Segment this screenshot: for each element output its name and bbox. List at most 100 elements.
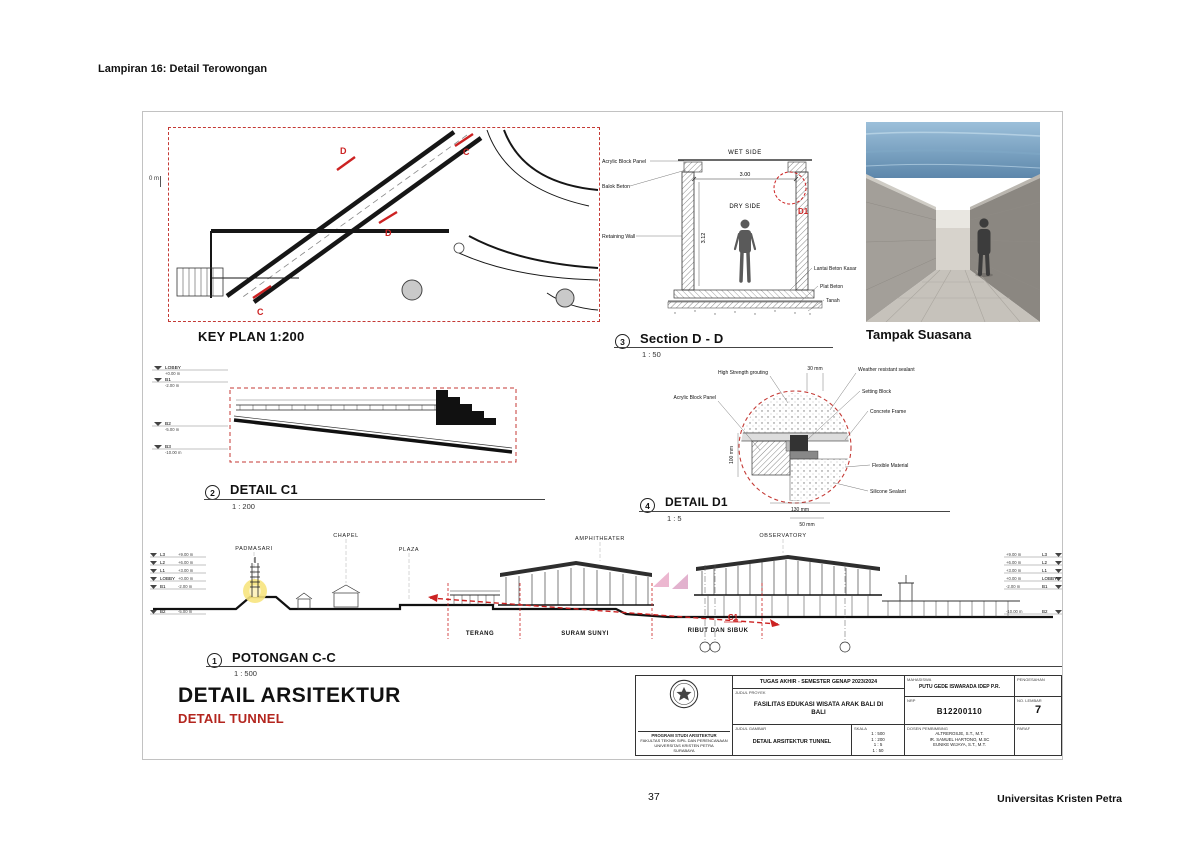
detail-c1-rule bbox=[204, 499, 545, 500]
label-grouting: High Strength grouting bbox=[718, 370, 768, 376]
zone-terang: TERANG bbox=[466, 631, 494, 637]
advisor-2: IR. SAMUEL HARTONO, M.SC bbox=[929, 736, 990, 742]
pengesahan-cell: PENGESAHAN bbox=[1015, 676, 1061, 696]
level-b3: B3 -10.00 m bbox=[152, 444, 228, 455]
area-chapel: CHAPEL bbox=[333, 533, 359, 539]
terrain-line bbox=[153, 595, 1053, 619]
potongan-rule bbox=[206, 666, 1062, 667]
pr-l2-elev: +6.00 m bbox=[1006, 560, 1022, 565]
right-wall-top bbox=[970, 174, 1040, 210]
level-lobby-name: LOBBY bbox=[165, 365, 182, 371]
institution-program: PROGRAM STUDI ARSITEKTUR bbox=[651, 733, 717, 738]
sheet-number-cell: No. LEMBAR 7 bbox=[1015, 697, 1061, 724]
detail-d1-ref: D1 bbox=[798, 207, 809, 216]
levels-right: +9.00 m L3 +6.00 m L2 +3.00 m L1 +0.00 m… bbox=[1004, 552, 1062, 615]
detail-c1-ref: C1 bbox=[728, 613, 739, 622]
pl-lobby-elev: +0.00 m bbox=[178, 576, 194, 581]
key-plan-landscape bbox=[176, 242, 575, 308]
tunnel-floor bbox=[866, 270, 1040, 322]
title-block: PROGRAM STUDI ARSITEKTUR FAKULTAS TEKNIK… bbox=[635, 675, 1062, 756]
pl-b2: B2 bbox=[160, 609, 166, 614]
tunnel-right-wall bbox=[970, 178, 1040, 322]
level-b1-name: B1 bbox=[165, 377, 171, 383]
section-structure bbox=[667, 159, 823, 315]
label-silicone-sealant: Silicone Sealant bbox=[870, 489, 906, 495]
pl-lobby: LOBBY bbox=[160, 576, 175, 581]
institution-university: UNIVERSITAS KRISTEN PETRA bbox=[654, 743, 714, 748]
dim-3-00: 3.00 bbox=[740, 172, 751, 178]
pr-b2: B2 bbox=[1042, 609, 1048, 614]
pr-l1: L1 bbox=[1042, 568, 1048, 573]
area-amphitheater: AMPHITHEATER bbox=[575, 536, 625, 542]
student-name: PUTU GEDE ISWARADA IDEP P.R. bbox=[918, 684, 1001, 690]
figure-2-badge: 2 bbox=[205, 485, 220, 500]
title-block-middle: TUGAS AKHIR - SEMESTER GENAP 2023/2024 J… bbox=[733, 676, 905, 755]
person-shadow bbox=[975, 273, 993, 277]
advisor-3: EUNIKE WIJAYA, S.T., M.T. bbox=[933, 742, 986, 748]
advisor-row: DOSEN PEMBIMBING ALTREROSJE, S.T., M.T. … bbox=[905, 725, 1061, 755]
sheet-sub-title: DETAIL TUNNEL bbox=[178, 711, 284, 726]
level-b3-name: B3 bbox=[165, 444, 171, 450]
detail-c1-drawing: LOBBY +0.00 m B1 -2.00 m B2 -5.00 m B3 -… bbox=[152, 365, 517, 463]
figure-4-badge: 4 bbox=[640, 498, 655, 513]
paraf-cell: PARAF bbox=[1015, 725, 1061, 755]
area-labels: PADMASARI CHAPEL PLAZA AMPHITHEATER OBSE… bbox=[235, 533, 806, 553]
section-left-labels: Acrylic Block Panel Balok Beton Retainin… bbox=[602, 159, 687, 240]
pr-l3-elev: +9.00 m bbox=[1006, 552, 1022, 557]
section-dd-rule bbox=[614, 347, 833, 348]
figure-3-badge: 3 bbox=[615, 334, 630, 349]
pr-lobby: LOBBY bbox=[1042, 576, 1057, 581]
pl-l3-elev: +9.00 m bbox=[178, 552, 194, 557]
detail-d1-callout-circle bbox=[773, 171, 807, 205]
scale-tick bbox=[160, 176, 161, 187]
drawing-title-row: JUDUL GAMBAR DETAIL ARSITEKTUR TUNNEL SK… bbox=[733, 725, 904, 755]
project-title: FASILITAS EDUKASI WISATA ARAK BALI DI BA… bbox=[753, 701, 884, 716]
page-number: 37 bbox=[648, 791, 660, 803]
mahasiswa-label: MAHASISWA bbox=[907, 677, 932, 682]
scale-cell: SKALA 1 : 500 1 : 200 1 : 5 1 : 50 bbox=[852, 725, 904, 755]
pl-l1: L1 bbox=[160, 568, 166, 573]
paraf-label: PARAF bbox=[1017, 726, 1031, 731]
sheet-number: 7 bbox=[1034, 704, 1042, 716]
zone-separators bbox=[447, 583, 763, 639]
detail-c1-title: DETAIL C1 bbox=[230, 482, 298, 497]
figure-1-badge: 1 bbox=[207, 653, 222, 668]
pink-accents bbox=[653, 572, 688, 589]
title-block-right: MAHASISWA PUTU GEDE ISWARADA IDEP P.R. P… bbox=[905, 676, 1061, 755]
marker-d-top: D bbox=[340, 146, 347, 156]
area-observatory: OBSERVATORY bbox=[759, 533, 806, 539]
level-b2-elev: -5.00 m bbox=[165, 427, 180, 432]
figure-1-number: 1 bbox=[212, 655, 217, 666]
small-structures bbox=[295, 584, 361, 610]
label-tanah: Tanah bbox=[826, 298, 840, 304]
wall-joints bbox=[866, 201, 1040, 291]
pl-b2-elev: -5.00 m bbox=[178, 609, 193, 614]
pr-b1: B1 bbox=[1042, 584, 1048, 589]
tunnel-cut-line: C1 bbox=[428, 594, 780, 627]
plaza-deck bbox=[450, 590, 500, 605]
institution-lines: PROGRAM STUDI ARSITEKTUR FAKULTAS TEKNIK… bbox=[638, 731, 730, 753]
drawing-title: DETAIL ARSITEKTUR TUNNEL bbox=[752, 739, 832, 745]
scale-value-4: 1 : 50 bbox=[872, 747, 884, 753]
c1-detail-boundary bbox=[229, 387, 517, 463]
marker-c-top: C bbox=[463, 147, 470, 157]
c1-level-markers: LOBBY +0.00 m B1 -2.00 m B2 -5.00 m B3 -… bbox=[152, 365, 228, 455]
floor-paving bbox=[885, 269, 1021, 322]
figure-4-number: 4 bbox=[645, 500, 650, 511]
pl-l1-elev: +3.00 m bbox=[178, 568, 194, 573]
label-acrylic-panel: Acrylic Block Panel bbox=[673, 395, 716, 401]
grid-bubbles bbox=[699, 641, 851, 653]
key-plan-svg: D C D C bbox=[176, 129, 598, 317]
university-footer: Universitas Kristen Petra bbox=[997, 793, 1122, 805]
institution-city: SURABAYA bbox=[673, 748, 695, 753]
level-b1-elev: -2.00 m bbox=[165, 383, 180, 388]
section-dd-scale: 1 : 50 bbox=[642, 350, 661, 359]
dosen-label: DOSEN PEMBIMBING bbox=[907, 726, 948, 731]
institution-faculty: FAKULTAS TEKNIK SIPIL DAN PERENCANAAN bbox=[640, 738, 728, 743]
title-block-institution-cell: PROGRAM STUDI ARSITEKTUR FAKULTAS TEKNIK… bbox=[636, 676, 733, 755]
left-wall-top bbox=[866, 174, 936, 210]
student-row: MAHASISWA PUTU GEDE ISWARADA IDEP P.R. P… bbox=[905, 676, 1061, 697]
section-dd-title: Section D - D bbox=[640, 331, 724, 346]
tunnel-left-wall bbox=[866, 178, 936, 322]
